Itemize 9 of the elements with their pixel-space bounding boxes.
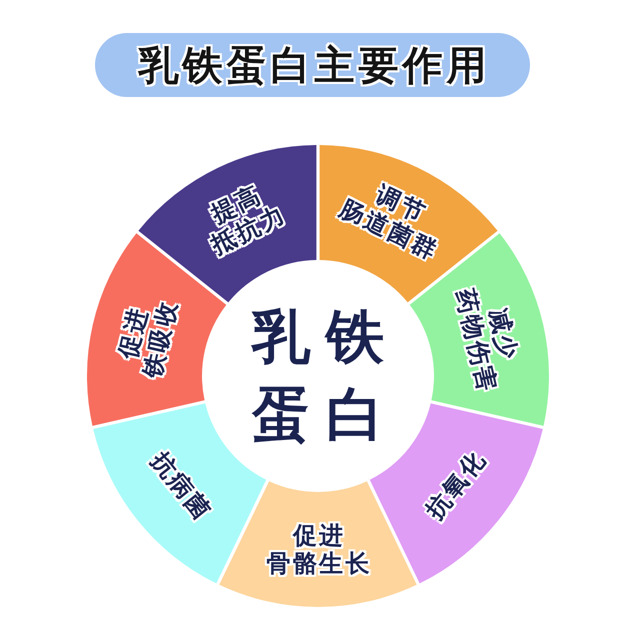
segment-label: 抗氧化 (419, 445, 492, 526)
segment-label: 抗病菌 (145, 445, 217, 526)
segment-label: 促进铁吸收 (112, 296, 184, 382)
segment-label: 调节肠道菌群 (335, 180, 444, 266)
title-banner: 乳铁蛋白主要作用 (95, 33, 530, 97)
segment-label: 减少药物伤害 (450, 286, 524, 396)
segment-label: 提高抵抗力 (206, 180, 291, 261)
center-label: 乳铁蛋白 (250, 302, 400, 451)
segment-label: 促进骨骼生长 (265, 522, 372, 578)
